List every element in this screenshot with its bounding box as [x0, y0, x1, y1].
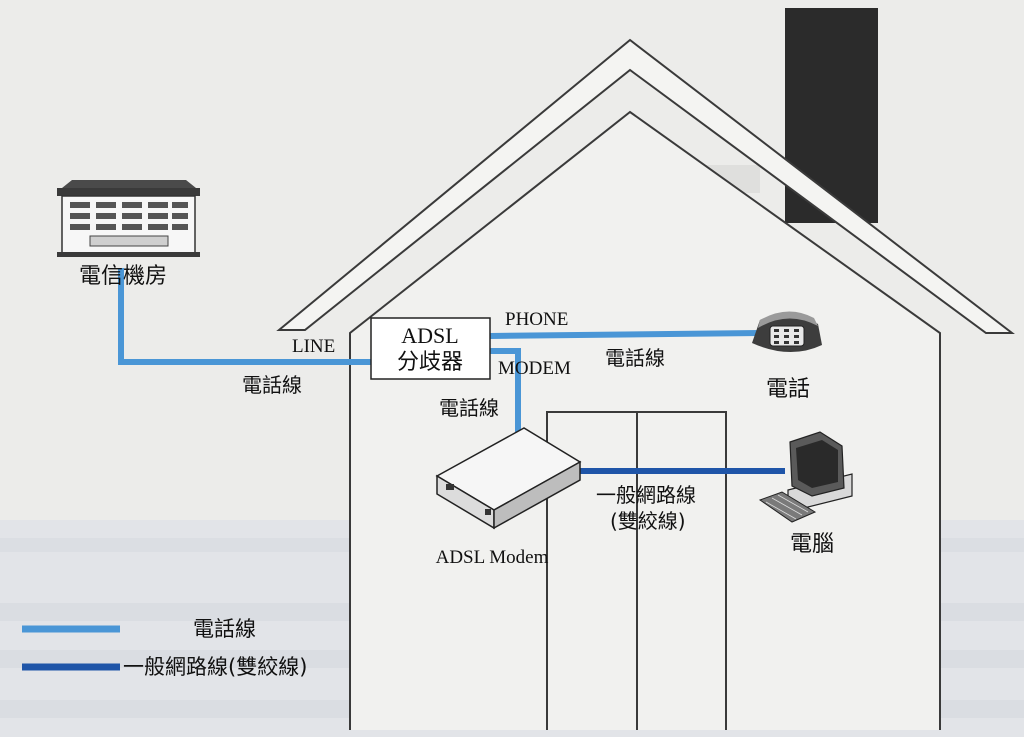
- telephone-label: 電話: [766, 377, 810, 402]
- network-cable-label-2: (雙絞線): [610, 509, 686, 533]
- modem-label: ADSL Modem: [436, 547, 549, 568]
- wire-label-left: 電話線: [242, 373, 302, 397]
- legend: 電話線 一般網路線(雙絞線): [22, 617, 307, 679]
- splitter-label-2: 分歧器: [397, 350, 463, 375]
- office-building-icon: [57, 180, 200, 257]
- splitter-label-1: ADSL: [401, 323, 458, 348]
- wire-label-right: 電話線: [605, 346, 665, 370]
- legend-label-network-cable: 一般網路線(雙絞線): [123, 655, 307, 679]
- phone-wire-modem: [490, 348, 521, 432]
- desktop-computer-icon: [758, 431, 853, 523]
- line-port-label: LINE: [292, 336, 335, 357]
- modem-box-icon: [435, 427, 582, 530]
- phone-port-label: PHONE: [505, 309, 568, 330]
- house-wall: [349, 110, 941, 730]
- network-cable-label-1: 一般網路線: [596, 483, 696, 507]
- exchange-label: 電信機房: [79, 264, 167, 289]
- computer-label: 電腦: [790, 532, 834, 557]
- house-roof: [276, 38, 1015, 334]
- telephone-icon: [752, 311, 822, 353]
- phone-wire-telephone: [489, 330, 761, 339]
- splitter-box: [370, 317, 491, 380]
- legend-label-phone-wire: 電話線: [193, 617, 256, 641]
- phone-wire-exchange: [118, 268, 371, 365]
- modem-port-label: MODEM: [498, 358, 571, 379]
- wire-label-down: 電話線: [439, 396, 499, 420]
